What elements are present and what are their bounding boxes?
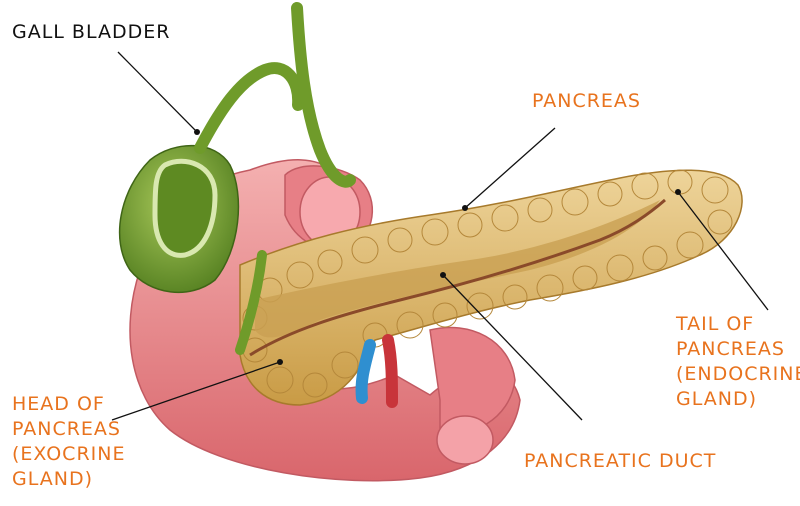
leader-duct — [442, 274, 583, 421]
pancreas-lobules — [242, 169, 733, 398]
hepatic-duct — [291, 2, 356, 188]
label-head-line-2: PANCREAS — [12, 418, 121, 440]
label-pancreatic-duct: PANCREATIC DUCT — [524, 449, 716, 474]
label-pancreas: PANCREAS — [532, 89, 641, 114]
pancreatic-duct — [249, 198, 666, 357]
leader-dots — [194, 129, 681, 365]
label-pancreatic-duct-text: PANCREATIC DUCT — [524, 450, 717, 472]
leader-head — [111, 361, 281, 421]
label-head-of-pancreas: HEAD OF PANCREAS (EXOCRINE GLAND) — [12, 392, 125, 492]
label-tail-line-2: PANCREAS — [676, 338, 785, 360]
leader-pancreas — [464, 127, 556, 209]
dot-tail — [675, 189, 681, 195]
label-tail-line-3: (ENDOCRINE — [676, 363, 800, 385]
leader-lines — [111, 51, 769, 421]
gall-bladder-cut — [152, 158, 218, 258]
label-tail-line-4: GLAND) — [676, 388, 757, 410]
dot-duct — [440, 272, 446, 278]
label-tail-line-1: TAIL OF — [676, 313, 755, 335]
label-gall-bladder-text: GALL BLADDER — [12, 21, 171, 43]
label-head-line-1: HEAD OF — [12, 393, 105, 415]
pancreas-cut-surface — [255, 200, 660, 338]
vein — [355, 339, 376, 404]
label-head-line-4: GLAND) — [12, 468, 93, 490]
leader-gall-bladder — [117, 51, 198, 133]
leader-tail — [677, 191, 769, 311]
label-pancreas-text: PANCREAS — [532, 90, 641, 112]
dot-gall-bladder — [194, 129, 200, 135]
artery — [382, 334, 398, 408]
dot-head — [277, 359, 283, 365]
dot-pancreas — [462, 205, 468, 211]
jejunum-opening — [436, 415, 494, 465]
common-bile-duct — [235, 250, 267, 355]
label-head-line-3: (EXOCRINE — [12, 443, 126, 465]
cystic-duct — [194, 62, 305, 154]
label-tail-of-pancreas: TAIL OF PANCREAS (ENDOCRINE GLAND) — [676, 312, 800, 412]
label-gall-bladder: GALL BLADDER — [12, 20, 170, 45]
